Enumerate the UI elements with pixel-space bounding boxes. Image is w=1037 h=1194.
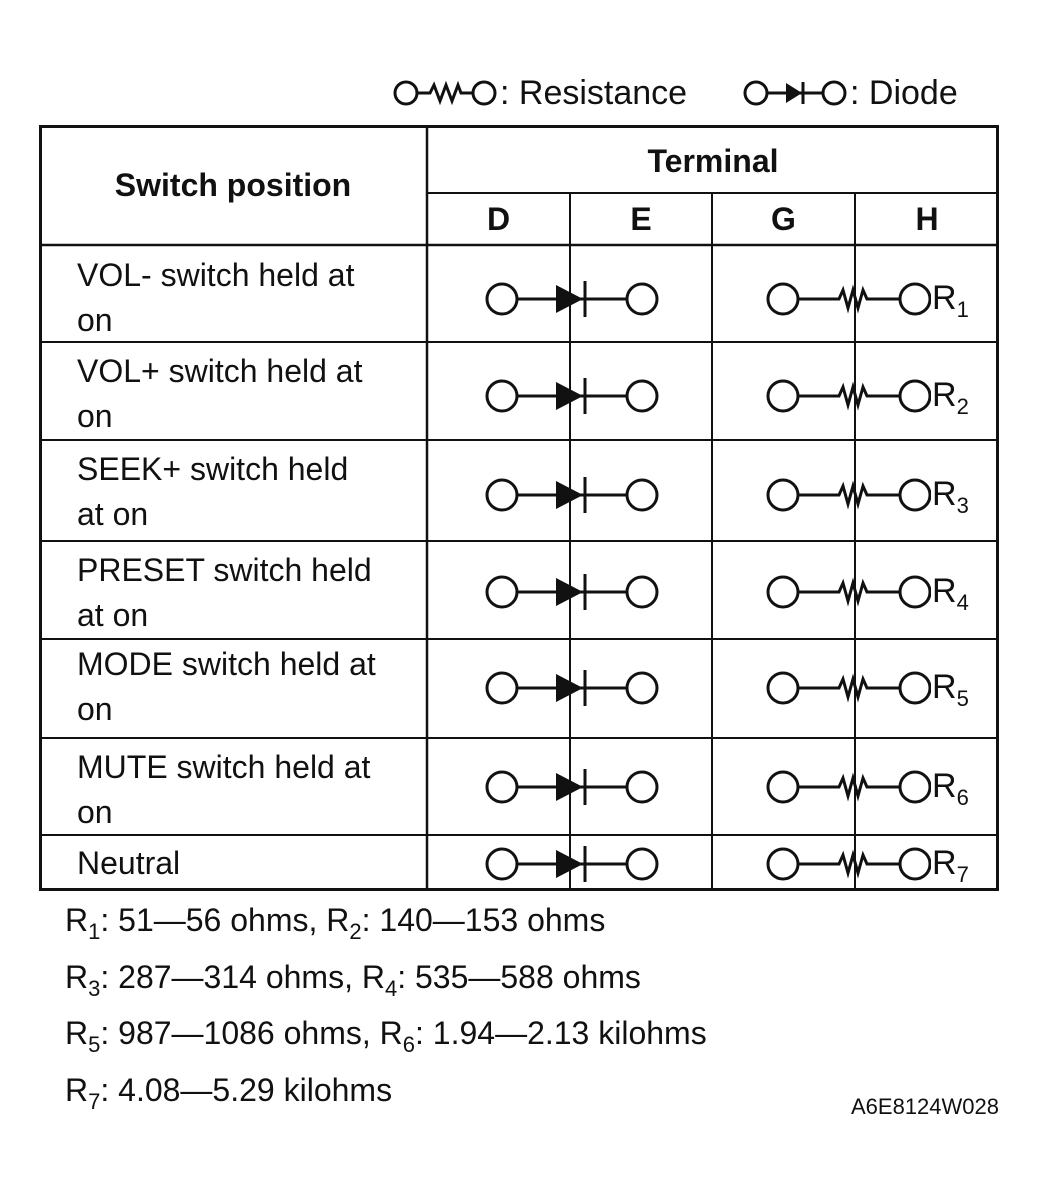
diode-d-e-icon (485, 769, 659, 805)
resistor-g-h-icon (766, 379, 931, 413)
resistor-g-h-icon (766, 847, 931, 881)
diode-d-e-icon (485, 670, 659, 706)
diode-d-e-icon (485, 574, 659, 610)
figure-code: A6E8124W028 (851, 1094, 999, 1119)
diode-d-e-icon (485, 846, 659, 882)
resistance-value-notes: R1: 51—56 ohms, R2: 140—153 ohms R3: 287… (65, 898, 707, 1124)
header-switch-position: Switch position (114, 167, 352, 203)
resistance-label-r3: R3 (932, 475, 969, 518)
diode-d-e-icon (485, 378, 659, 414)
switch-position-preset: PRESET switch held at on (77, 552, 372, 633)
resistor-g-h-icon (766, 770, 931, 804)
note-line: R3: 287—314 ohms, R4: 535—588 ohms (65, 958, 641, 1001)
note-line: R5: 987—1086 ohms, R6: 1.94—2.13 kilohms (65, 1015, 707, 1057)
legend-diode-label: : Diode (850, 73, 958, 112)
switch-position-mute: MUTE switch held at on (77, 749, 371, 830)
resistance-label-r2: R2 (932, 376, 969, 419)
note-line: R1: 51—56 ohms, R2: 140—153 ohms (65, 902, 606, 944)
diode-d-e-icon (485, 281, 659, 317)
legend-diode: : Diode (740, 70, 958, 116)
legend-resistance-label: : Resistance (500, 73, 688, 112)
legend-resistance: : Resistance (390, 70, 687, 116)
legend: : Resistance : Diode (390, 70, 1010, 116)
note-line: R7: 4.08—5.29 kilohms (65, 1071, 393, 1114)
resistor-g-h-icon (766, 671, 931, 705)
table-grid (39, 125, 999, 891)
continuity-table: Switch position Terminal D E G H VOL- sw… (39, 125, 999, 891)
resistance-label-r4: R4 (932, 572, 969, 615)
switch-position-neutral: Neutral (77, 845, 181, 881)
resistor-g-h-icon (766, 282, 931, 316)
resistance-label-r7: R7 (932, 844, 969, 887)
switch-position-vol-plus: VOL+ switch held at on (77, 353, 363, 434)
column-header-d: D (486, 201, 511, 237)
switch-position-mode: MODE switch held at on (77, 646, 376, 727)
column-header-g: G (771, 201, 796, 237)
column-header-e: E (630, 201, 652, 237)
resistor-g-h-icon (766, 478, 931, 512)
resistor-g-h-icon (766, 575, 931, 609)
header-terminal: Terminal (647, 143, 779, 179)
resistance-symbol-icon (393, 80, 497, 106)
switch-position-vol-minus: VOL- switch held at on (77, 257, 355, 338)
switch-position-seek-plus: SEEK+ switch held at on (77, 451, 349, 532)
resistance-label-r6: R6 (932, 767, 969, 810)
diode-d-e-icon (485, 477, 659, 513)
column-header-h: H (915, 201, 939, 237)
resistance-label-r1: R1 (932, 279, 969, 322)
diode-symbol-icon (743, 80, 847, 106)
resistance-label-r5: R5 (932, 668, 969, 711)
